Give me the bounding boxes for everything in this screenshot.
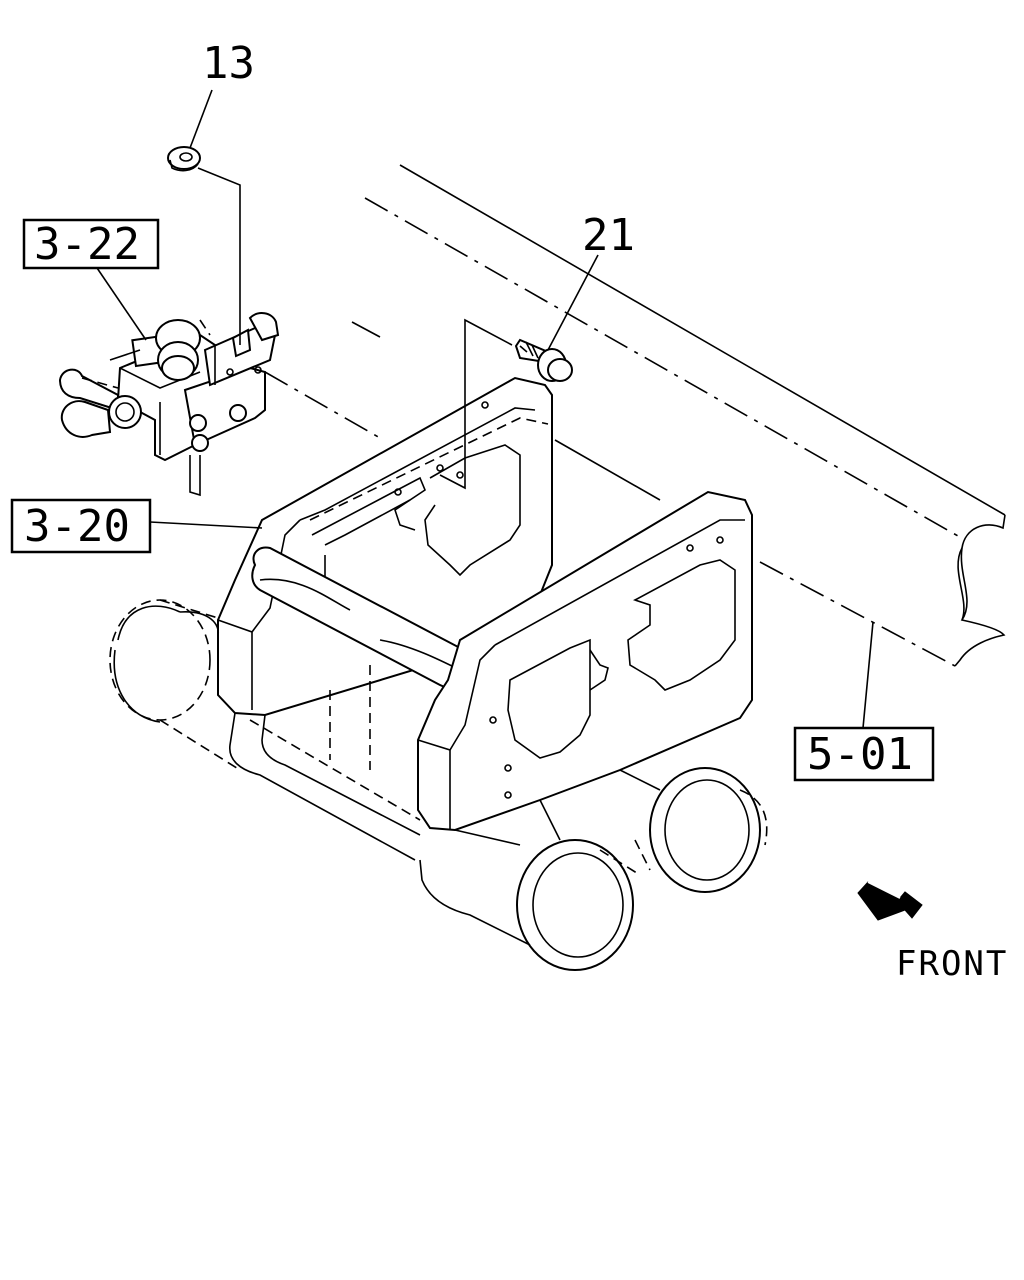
ref-label-3-22: 3-22 [34,219,140,270]
front-arrow-icon [857,881,923,921]
valve-assembly [58,312,280,497]
ref-box-5-01: 5-01 [793,726,935,782]
frame-rail [351,164,1006,667]
crossmember-plate-front [417,490,753,832]
ref-label-5-01: 5-01 [807,729,913,780]
crossmember-plate-rear [217,376,553,717]
ref-label-3-20: 3-20 [24,501,130,552]
leader-lines [94,89,874,729]
ref-box-3-22: 3-22 [22,218,160,270]
callout-13: 13 [202,38,255,89]
callout-21: 21 [582,210,635,261]
flange-bolt [514,338,573,382]
front-label: FRONT [896,944,1008,984]
axle-housing [109,599,768,971]
flange-nut [167,146,201,172]
ref-box-3-20: 3-20 [10,498,152,554]
